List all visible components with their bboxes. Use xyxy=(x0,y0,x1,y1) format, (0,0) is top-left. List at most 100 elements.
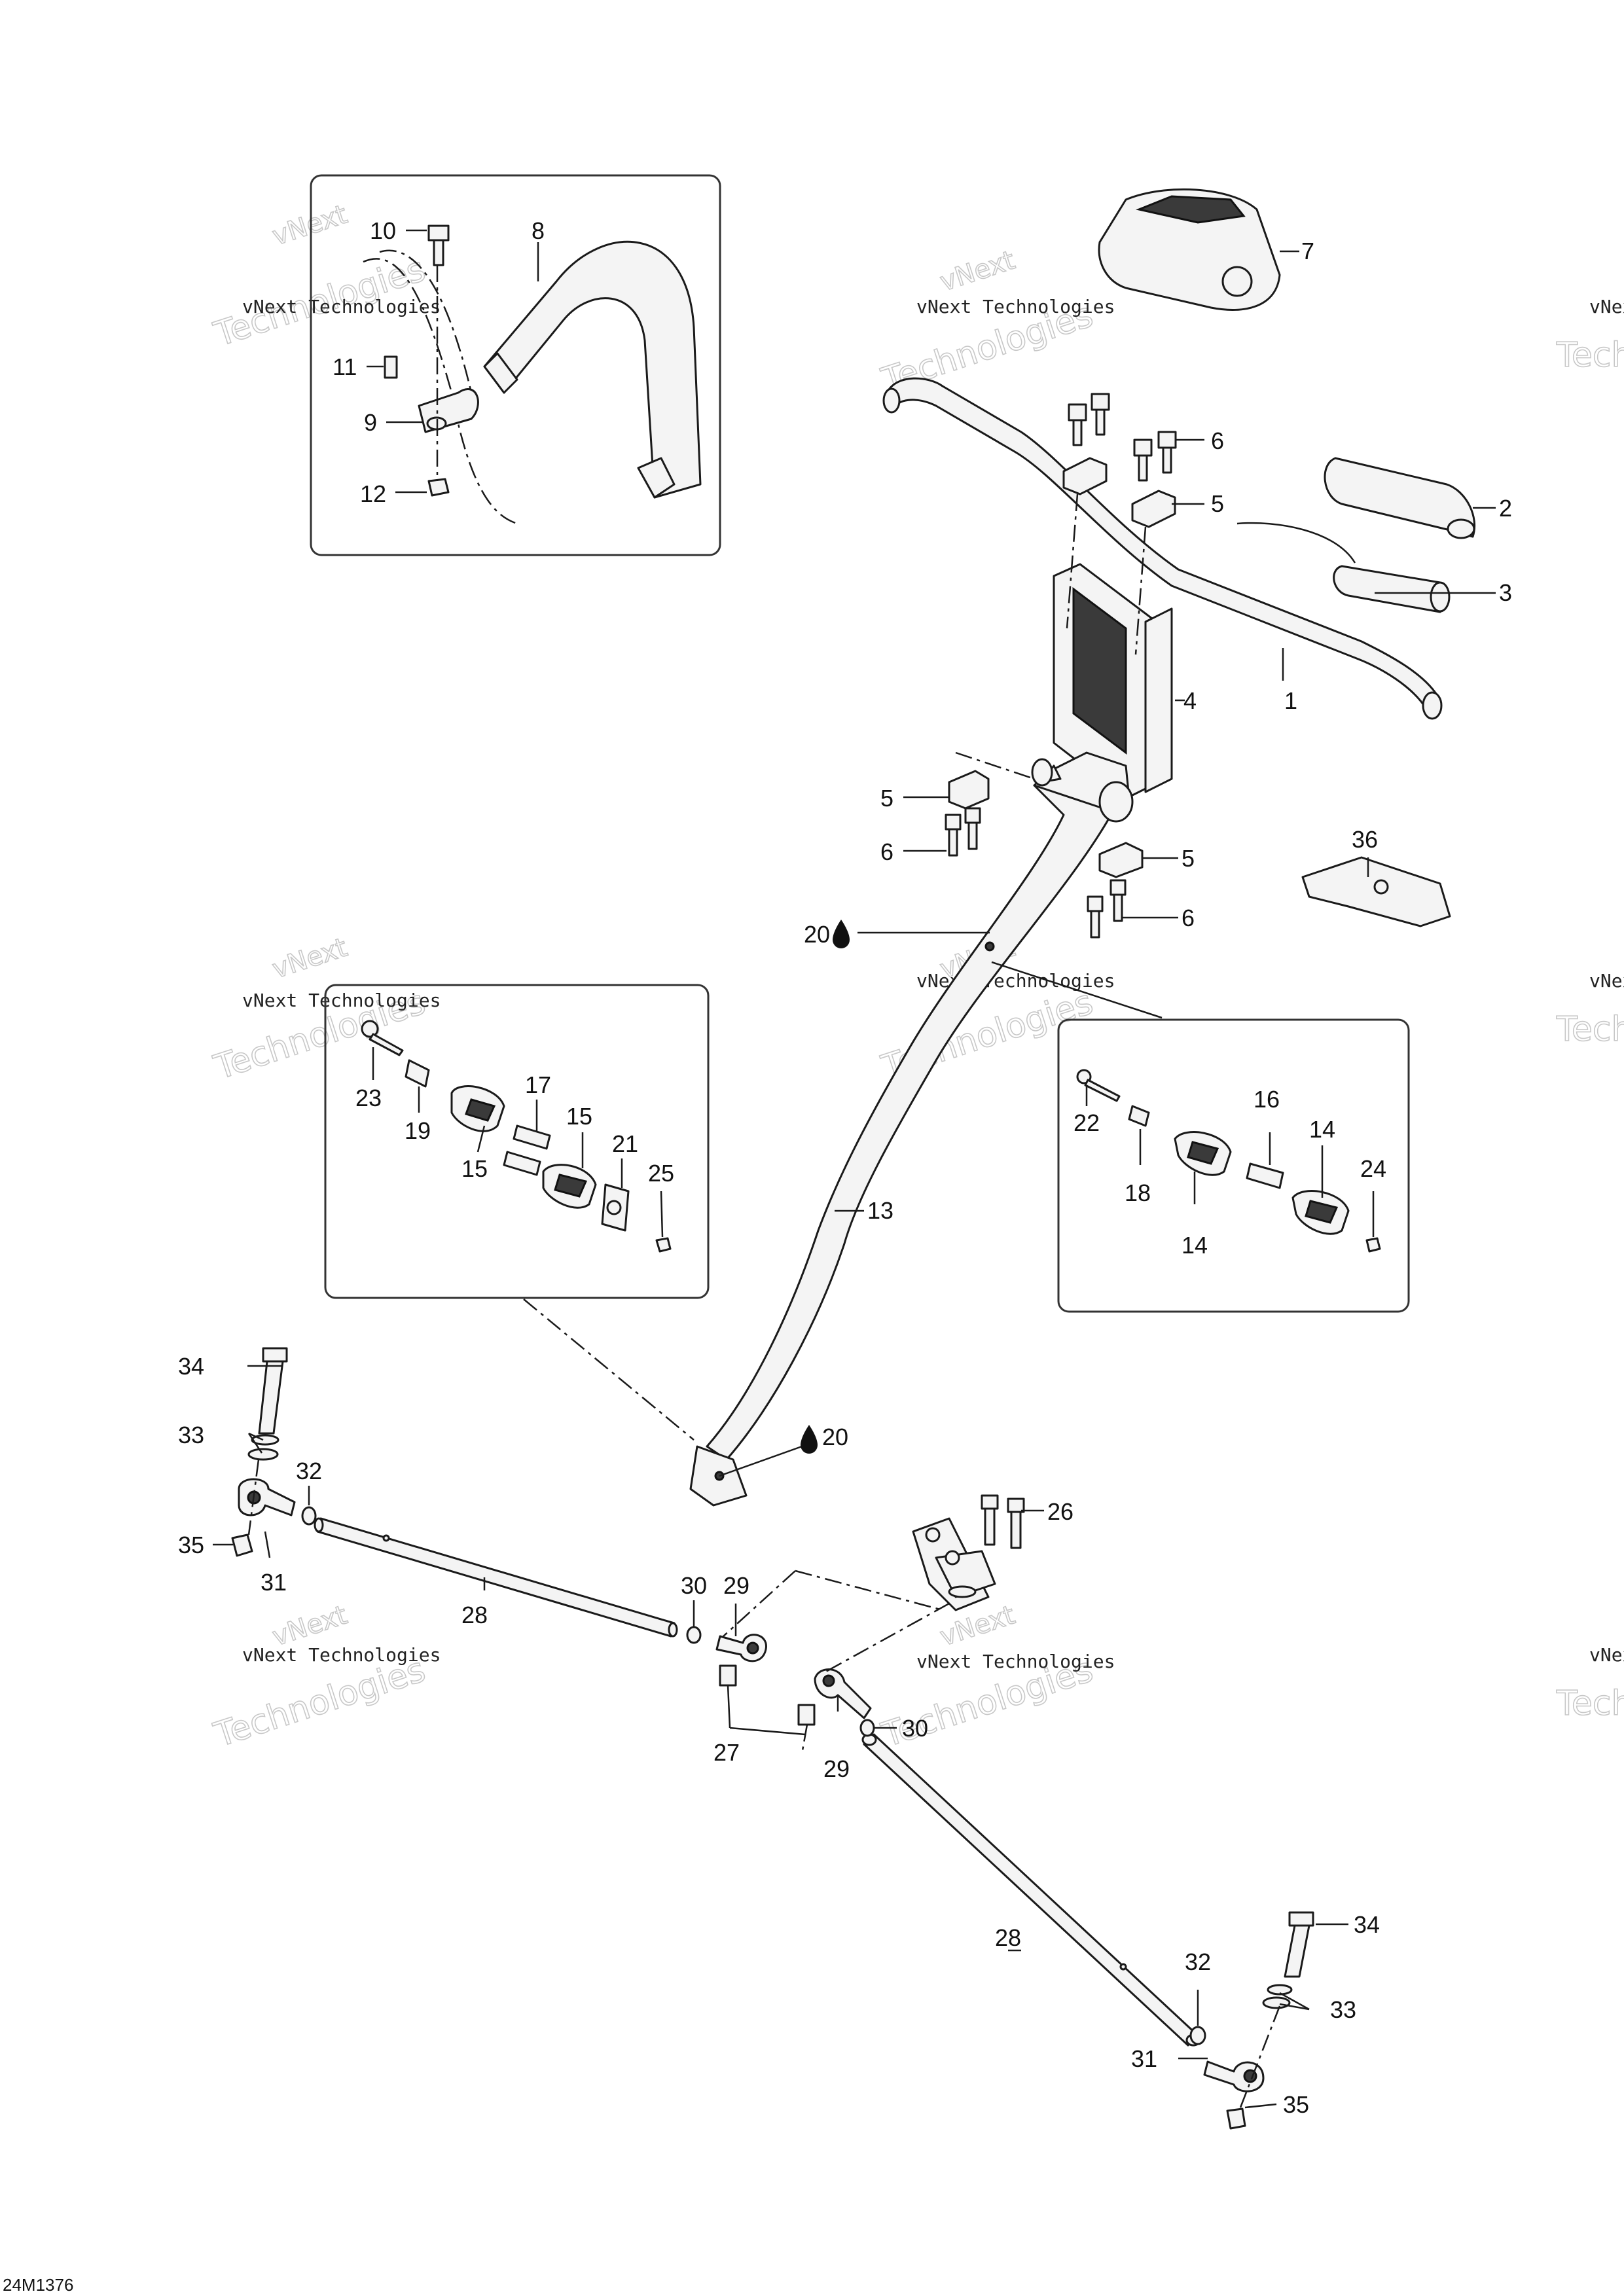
nut-part-12 xyxy=(427,478,450,497)
cover-part-8 xyxy=(483,240,702,499)
tie-rod-part-28-lower xyxy=(861,1733,1201,2047)
lower-clamp-b-part-5 xyxy=(1098,842,1144,878)
callout-29b: 29 xyxy=(823,1755,850,1782)
callout-28b: 28 xyxy=(995,1924,1021,1951)
detail-box-mid-left xyxy=(324,984,710,1299)
callout-30a: 30 xyxy=(681,1572,707,1599)
leader-lines xyxy=(213,229,1496,2109)
watermark-text-low-left: vNext Technologies xyxy=(242,1644,441,1666)
svg-text:vNext: vNext xyxy=(269,200,351,252)
callout-20a: 20 xyxy=(804,921,830,948)
callout-36: 36 xyxy=(1352,826,1378,853)
watermark-right-1: Technologies xyxy=(1556,336,1624,375)
steering-column-part-13 xyxy=(689,751,1134,1507)
callout-29a: 29 xyxy=(723,1572,749,1599)
callout-31b: 31 xyxy=(1131,2045,1157,2072)
detail-box-top-left xyxy=(310,174,721,556)
callout-35b: 35 xyxy=(1283,2091,1309,2118)
riser-block-part-4 xyxy=(1053,563,1173,800)
watermark-right-2: Technologies xyxy=(1556,1010,1624,1049)
watermark-group: vNext Technologies vNext Technologies vN… xyxy=(209,199,1624,1756)
svg-text:vNext: vNext xyxy=(269,933,351,985)
handlebar-pad-part-7 xyxy=(1098,188,1281,311)
callout-33a: 33 xyxy=(178,1422,204,1448)
watermark-text-top-mid: vNext Technologies xyxy=(916,296,1115,317)
callout-32a: 32 xyxy=(296,1458,322,1484)
oil-drop-icon xyxy=(833,920,850,948)
callout-2: 2 xyxy=(1499,495,1512,522)
callout-34a: 34 xyxy=(178,1353,204,1380)
left-rod-end-assembly xyxy=(231,1347,317,1557)
callout-27: 27 xyxy=(713,1739,740,1766)
bolt-part-10 xyxy=(427,224,450,242)
callout-6c: 6 xyxy=(1182,905,1195,931)
callout-31a: 31 xyxy=(261,1569,287,1596)
callout-18: 18 xyxy=(1125,1179,1151,1206)
detail-mid-right-drawing xyxy=(1076,1069,1381,1253)
right-rod-end-assembly xyxy=(1189,1911,1314,2130)
callout-34b: 34 xyxy=(1354,1911,1380,1938)
callout-21: 21 xyxy=(612,1130,638,1157)
upper-clamp-b-part-5 xyxy=(1131,490,1176,528)
callout-19: 19 xyxy=(405,1117,431,1144)
grip-part-2 xyxy=(1324,457,1476,539)
spacer-part-11 xyxy=(384,355,398,379)
detail-top-left-drawing xyxy=(363,224,702,525)
callout-24: 24 xyxy=(1360,1155,1386,1182)
callout-33b: 33 xyxy=(1330,1996,1356,2023)
center-rod-end-assembly xyxy=(686,1494,1025,1755)
callout-23: 23 xyxy=(355,1085,382,1111)
callout-32b: 32 xyxy=(1185,1948,1211,1975)
upper-clamp-a-part-5 xyxy=(1062,457,1108,495)
callout-5a: 5 xyxy=(1211,490,1224,517)
callout-30b: 30 xyxy=(902,1715,928,1742)
callout-15a: 15 xyxy=(566,1103,592,1130)
detail-box-mid-right xyxy=(1057,1018,1410,1313)
oil-drop-icon xyxy=(801,1425,818,1454)
callout-28a: 28 xyxy=(461,1602,488,1628)
watermark-text-mid-left: vNext Technologies xyxy=(242,990,441,1011)
handlebar-part-1 xyxy=(882,377,1443,720)
callout-6b: 6 xyxy=(880,838,893,865)
callout-12: 12 xyxy=(360,480,386,507)
watermark-text-right-1: vNext xyxy=(1589,296,1624,317)
callout-17: 17 xyxy=(525,1071,551,1098)
upper-clamps-and-bolts xyxy=(1062,393,1177,655)
svg-text:vNext: vNext xyxy=(937,245,1019,298)
grip-part-3 xyxy=(1236,522,1451,613)
callout-9: 9 xyxy=(364,409,377,436)
callout-15b: 15 xyxy=(461,1155,488,1182)
callout-5c: 5 xyxy=(1182,845,1195,872)
callout-25: 25 xyxy=(648,1160,674,1187)
callout-6a: 6 xyxy=(1211,427,1224,454)
callout-8: 8 xyxy=(532,217,545,244)
callout-11: 11 xyxy=(333,353,357,380)
callout-14a: 14 xyxy=(1309,1116,1335,1143)
callout-26: 26 xyxy=(1047,1498,1074,1525)
callout-10: 10 xyxy=(370,217,396,244)
watermark-right-3: Technologies xyxy=(1556,1684,1624,1723)
watermark-text-top-left: vNext Technologies xyxy=(242,296,441,317)
lower-clamp-a-part-5 xyxy=(948,770,990,810)
watermark-text-right-3: vNext xyxy=(1589,1644,1624,1666)
callout-labels: 10 8 11 9 12 7 6 5 2 3 4 1 5 6 5 6 36 20… xyxy=(178,217,1512,2118)
callout-20b: 20 xyxy=(822,1424,848,1450)
callout-16: 16 xyxy=(1254,1086,1280,1113)
callout-22: 22 xyxy=(1074,1109,1100,1136)
callout-1: 1 xyxy=(1284,687,1297,714)
watermark-text-low-mid: vNext Technologies xyxy=(916,1651,1115,1672)
watermark-text-right-2: vNext xyxy=(1589,970,1624,992)
watermark-top-left: vNext Technologies xyxy=(209,199,431,355)
detail-mid-left-drawing xyxy=(361,1020,672,1253)
callout-5b: 5 xyxy=(880,785,893,812)
callout-13: 13 xyxy=(867,1197,893,1224)
drawing-code: 24M1376 xyxy=(3,2275,73,2295)
lower-clamps-and-bolts xyxy=(945,751,1144,939)
svg-text:vNext: vNext xyxy=(937,1600,1019,1653)
tie-rod-part-28-upper xyxy=(314,1517,678,1638)
callout-3: 3 xyxy=(1499,579,1512,606)
watermark-low-left: vNext Technologies xyxy=(209,1600,431,1756)
callout-14b: 14 xyxy=(1182,1232,1208,1259)
callout-4: 4 xyxy=(1183,687,1197,714)
